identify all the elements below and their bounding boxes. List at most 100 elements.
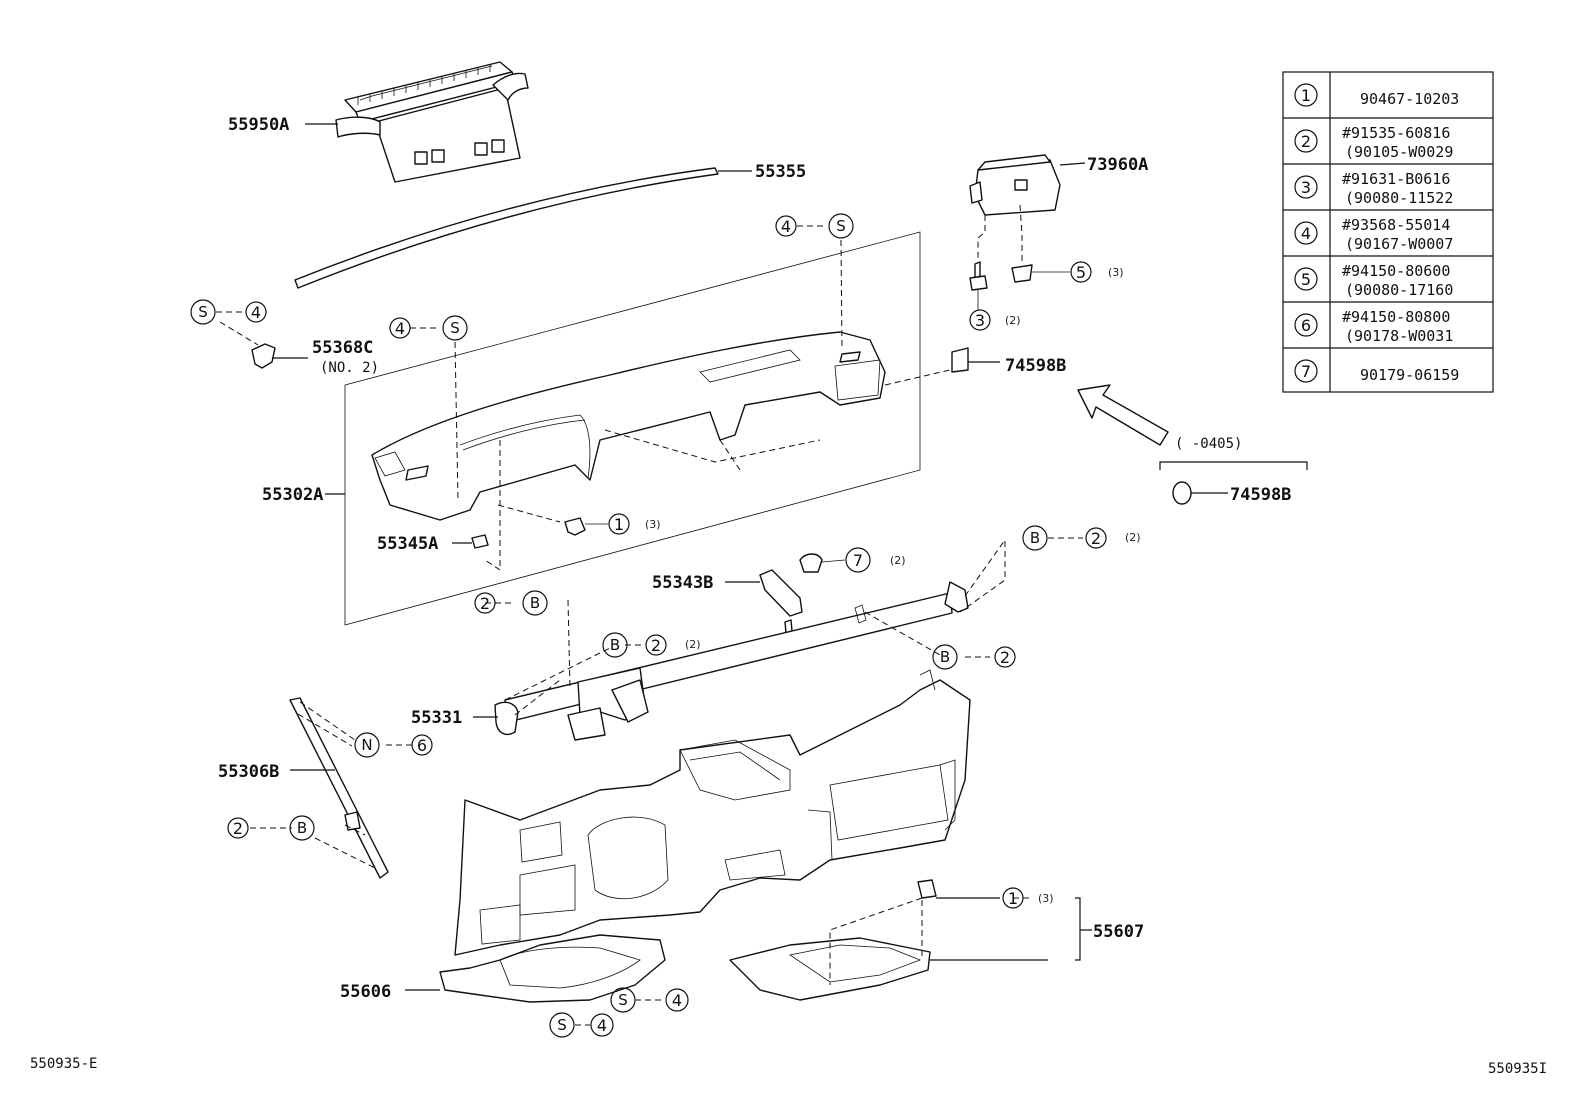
svg-text:5: 5 xyxy=(1301,270,1311,289)
svg-text:(90178-W0031: (90178-W0031 xyxy=(1345,327,1453,345)
callout-1: 1 xyxy=(608,513,630,535)
svg-text:4: 4 xyxy=(597,1016,607,1035)
footer-code-right: 550935I xyxy=(1488,1061,1547,1077)
label-74598b-lower: 74598B xyxy=(1230,485,1291,505)
callout-s: S xyxy=(190,299,216,325)
callout-b: B xyxy=(602,632,628,658)
table-row: 7 90179-06159 xyxy=(1294,359,1459,384)
quantity-label: (3) xyxy=(1108,266,1124,279)
callout-4: 4 xyxy=(775,215,797,237)
pad-74598b-part xyxy=(951,347,1308,505)
callout-b: B xyxy=(289,815,315,841)
label-55368c: 55368C xyxy=(312,338,373,358)
callout-4: 4 xyxy=(245,301,267,323)
label-55331: 55331 xyxy=(411,708,462,728)
table-row: 2 #91535-60816 (90105-W0029 xyxy=(1294,124,1453,161)
callout-2: 2 xyxy=(474,592,496,614)
svg-text:5: 5 xyxy=(1076,263,1086,282)
label-55606: 55606 xyxy=(340,982,391,1002)
callout-b: B xyxy=(522,590,548,616)
table-row: 5 #94150-80600 (90080-17160 xyxy=(1294,262,1453,299)
svg-text:7: 7 xyxy=(853,551,863,570)
under-cover-55607-part xyxy=(729,879,1092,1001)
reinforcement-beam-part xyxy=(473,538,1006,741)
fastener-table: 1 90467-10203 2 #91535-60816 (90105-W002… xyxy=(1282,71,1494,393)
quantity-label: (3) xyxy=(645,518,661,531)
callout-5: 5 xyxy=(1070,261,1092,283)
defroster-nozzle-part xyxy=(305,61,529,183)
svg-text:3: 3 xyxy=(975,311,985,330)
svg-text:S: S xyxy=(557,1016,567,1034)
label-55345a: 55345A xyxy=(377,534,438,554)
label-55302a: 55302A xyxy=(262,485,323,505)
quantity-label: (2) xyxy=(890,554,906,567)
bracket-55368c-part xyxy=(219,321,308,369)
label-55343b: 55343B xyxy=(652,573,713,593)
svg-text:1: 1 xyxy=(1301,86,1311,105)
svg-text:S: S xyxy=(198,303,208,321)
svg-text:#93568-55014: #93568-55014 xyxy=(1342,216,1450,234)
quantity-label: (3) xyxy=(1038,892,1054,905)
svg-text:3: 3 xyxy=(1301,178,1311,197)
svg-text:1: 1 xyxy=(614,515,624,534)
callout-b: B xyxy=(1022,525,1048,551)
table-row: 6 #94150-80800 (90178-W0031 xyxy=(1294,308,1453,345)
quantity-label: (2) xyxy=(685,638,701,651)
svg-text:#94150-80600: #94150-80600 xyxy=(1342,262,1450,280)
callout-2: 2 xyxy=(994,646,1016,668)
brace-55306b-part xyxy=(289,697,389,879)
dash-trim-strip-part xyxy=(294,167,752,289)
svg-text:7: 7 xyxy=(1301,362,1311,381)
svg-text:(90080-17160: (90080-17160 xyxy=(1345,281,1453,299)
svg-text:(90080-11522: (90080-11522 xyxy=(1345,189,1453,207)
svg-text:90179-06159: 90179-06159 xyxy=(1360,366,1459,384)
vent-module-part xyxy=(969,154,1086,310)
svg-text:B: B xyxy=(297,819,307,837)
callout-s: S xyxy=(610,987,636,1013)
svg-text:N: N xyxy=(361,736,372,754)
svg-text:2: 2 xyxy=(651,636,661,655)
svg-text:#91631-B0616: #91631-B0616 xyxy=(1342,170,1450,188)
svg-text:#94150-80800: #94150-80800 xyxy=(1342,308,1450,326)
svg-text:2: 2 xyxy=(1301,132,1311,151)
quantity-label: (2) xyxy=(1125,531,1141,544)
svg-text:4: 4 xyxy=(672,991,682,1010)
callout-s: S xyxy=(442,315,468,341)
label-55355: 55355 xyxy=(755,162,806,182)
svg-text:2: 2 xyxy=(480,594,490,613)
svg-text:2: 2 xyxy=(1000,648,1010,667)
svg-text:2: 2 xyxy=(1091,529,1101,548)
table-row: 1 90467-10203 xyxy=(1294,83,1459,108)
callout-2: 2 xyxy=(1085,527,1107,549)
callout-4: 4 xyxy=(665,988,689,1012)
table-row: 3 #91631-B0616 (90080-11522 xyxy=(1294,170,1453,207)
svg-text:S: S xyxy=(836,217,846,235)
svg-text:B: B xyxy=(940,648,950,666)
svg-text:#91535-60816: #91535-60816 xyxy=(1342,124,1450,142)
lower-panel-part xyxy=(454,669,971,956)
svg-text:S: S xyxy=(618,991,628,1009)
date-range-label: ( -0405) xyxy=(1175,436,1242,452)
callout-6: 6 xyxy=(411,734,433,756)
svg-text:4: 4 xyxy=(395,319,405,338)
svg-text:(90105-W0029: (90105-W0029 xyxy=(1345,143,1453,161)
callout-s: S xyxy=(549,1012,575,1038)
under-cover-55606-part xyxy=(405,934,666,1003)
callout-3: 3 xyxy=(969,309,991,331)
callout-1: 1 xyxy=(1002,887,1024,909)
quantity-label: (2) xyxy=(1005,314,1021,327)
callout-7: 7 xyxy=(845,547,871,573)
table-row: 4 #93568-55014 (90167-W0007 xyxy=(1294,216,1453,253)
footer-code-left: 550935-E xyxy=(30,1056,97,1072)
svg-text:B: B xyxy=(1030,529,1040,547)
svg-text:90467-10203: 90467-10203 xyxy=(1360,90,1459,108)
label-55607: 55607 xyxy=(1093,922,1144,942)
label-55950a: 55950A xyxy=(228,115,289,135)
label-74598b-upper: 74598B xyxy=(1005,356,1066,376)
svg-text:2: 2 xyxy=(233,819,243,838)
callout-2: 2 xyxy=(645,634,667,656)
svg-text:B: B xyxy=(610,636,620,654)
svg-text:6: 6 xyxy=(1301,316,1311,335)
svg-text:4: 4 xyxy=(1301,224,1311,243)
